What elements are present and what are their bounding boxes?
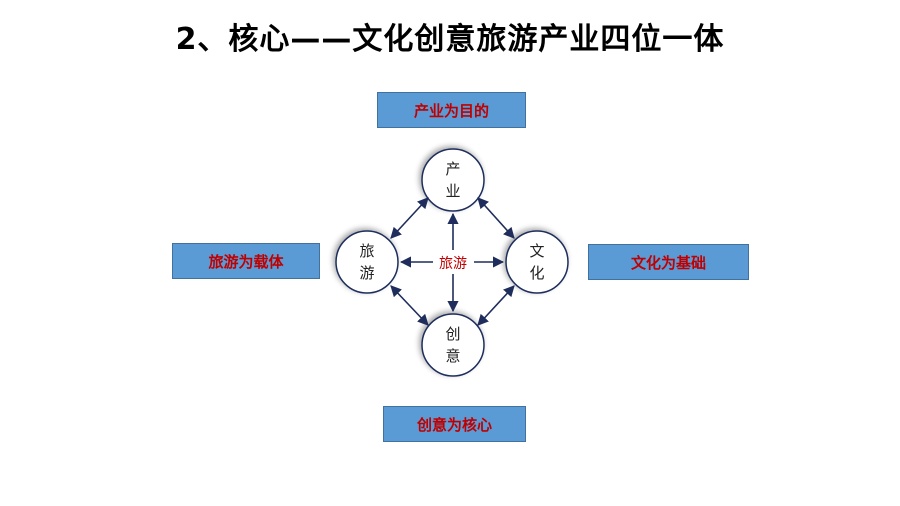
node-creativity-char-1: 创: [445, 325, 461, 343]
node-tourism-text: 旅 游: [352, 240, 382, 284]
arrow-culture-creativity: [477, 285, 515, 326]
box-tourism-carrier-label: 旅游为载体: [208, 252, 284, 271]
node-creativity-char-2: 意: [445, 347, 461, 365]
arrow-industry-tourism: [390, 197, 429, 239]
arrow-tourism-creativity: [390, 285, 429, 326]
node-industry: [421, 148, 485, 212]
center-label-tourism: 旅游: [439, 256, 467, 272]
arrow-industry-culture: [477, 197, 515, 239]
node-industry-char-1: 产: [445, 160, 461, 178]
node-tourism-char-1: 旅: [359, 242, 375, 260]
node-industry-text: 产 业: [438, 158, 468, 202]
node-culture-char-1: 文: [529, 242, 545, 260]
page-title: 2、核心——文化创意旅游产业四位一体: [175, 22, 725, 57]
node-culture: [505, 230, 569, 294]
box-creativity-core-label: 创意为核心: [416, 415, 492, 434]
box-tourism-carrier: 旅游为载体: [172, 243, 320, 279]
node-creativity: [421, 313, 485, 377]
node-creativity-text: 创 意: [438, 323, 468, 367]
node-culture-text: 文 化: [522, 240, 552, 284]
box-culture-foundation: 文化为基础: [588, 244, 749, 280]
node-tourism-char-2: 游: [359, 264, 375, 282]
box-creativity-core: 创意为核心: [383, 406, 526, 442]
box-industry-goal-label: 产业为目的: [413, 101, 489, 120]
node-culture-char-2: 化: [529, 264, 545, 282]
box-industry-goal: 产业为目的: [377, 92, 526, 128]
node-industry-char-2: 业: [445, 182, 461, 200]
box-culture-foundation-label: 文化为基础: [630, 253, 706, 272]
node-tourism: [335, 230, 399, 294]
